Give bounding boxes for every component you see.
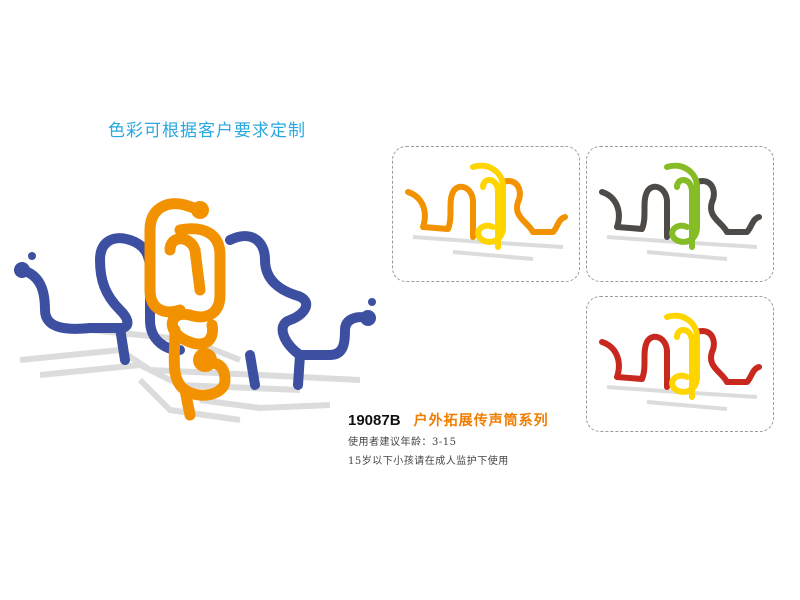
speaking-tube-heads (14, 201, 376, 372)
age-note: 使用者建议年龄：3-15 (348, 437, 457, 448)
product-title: 19087B 户外拓展传声筒系列 (348, 410, 549, 430)
color-customization-headline: 色彩可根据客户要求定制 (108, 121, 306, 141)
model-number: 19087B (348, 412, 401, 429)
series-name: 户外拓展传声筒系列 (413, 413, 549, 429)
main-product-illustration (14, 198, 376, 423)
variant-illustration (599, 162, 762, 261)
side-pipe-right (225, 231, 373, 390)
variant-illustration (405, 162, 568, 261)
supervision-note: 15岁以下小孩请在成人监护下使用 (348, 456, 509, 467)
center-pipe (144, 198, 231, 421)
variant-illustration (599, 312, 762, 411)
variant-card-gray-green (586, 146, 774, 282)
variant-card-orange-yellow (392, 146, 580, 282)
variant-card-red-yellow (586, 296, 774, 432)
